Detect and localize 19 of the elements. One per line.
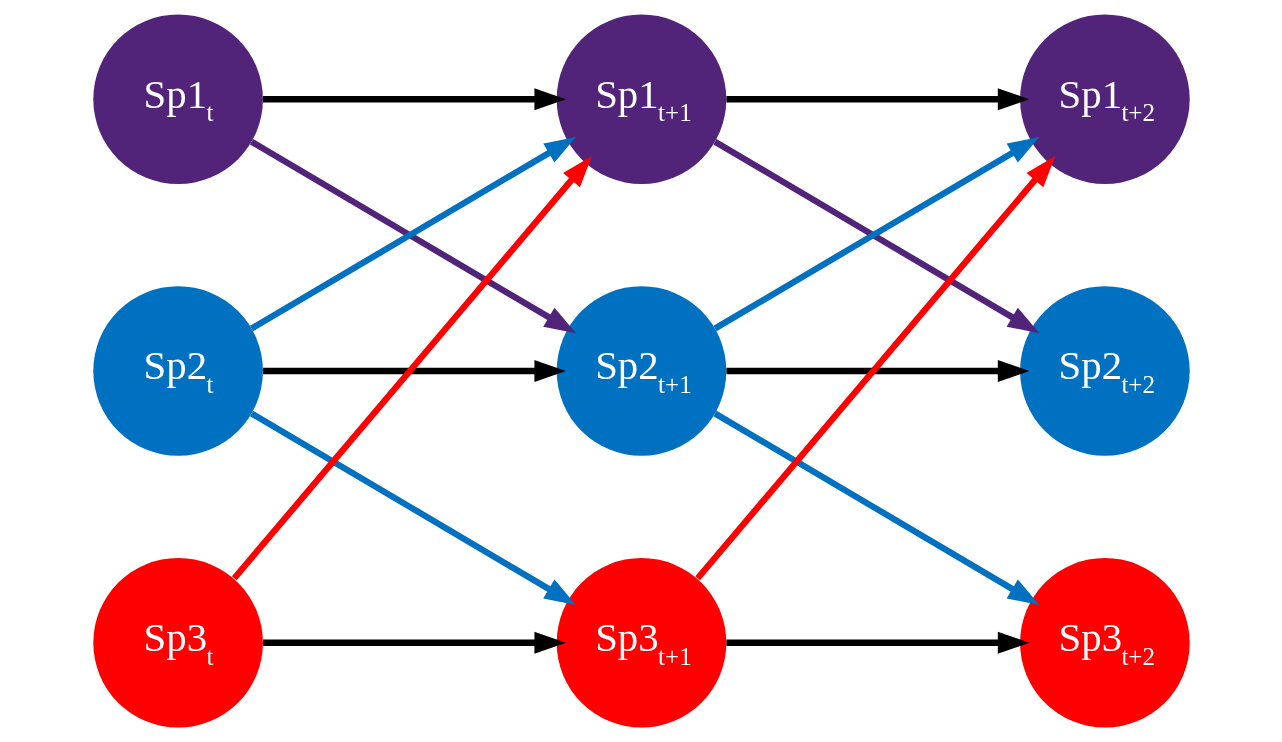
node-circle: Sp3$_{t}$: [92, 557, 263, 728]
arrow: [231, 155, 592, 581]
arrow: [694, 156, 1055, 581]
node-circle: Sp2$_{t+1}$: [556, 286, 726, 456]
arrow: [725, 88, 1029, 111]
arrow: [262, 88, 566, 111]
arrow: [262, 631, 566, 654]
node-circle: Sp3$_{t+2}$: [1019, 557, 1190, 728]
arrow: [725, 631, 1029, 654]
node-circle: Sp2$_{t}$: [92, 286, 263, 456]
node-circle: Sp3$_{t+1}$: [556, 557, 726, 728]
node-circle: Sp1$_{t+2}$: [1019, 14, 1190, 185]
arrow: [725, 359, 1029, 383]
node-circle: Sp2$_{t+2}$: [1019, 286, 1190, 456]
arrow: [262, 359, 566, 383]
node-circle: Sp1$_{t+1}$: [556, 14, 726, 185]
node-circle: Sp1$_{t}$: [92, 14, 263, 185]
arrow: [712, 410, 1039, 605]
arrow: [249, 410, 576, 605]
